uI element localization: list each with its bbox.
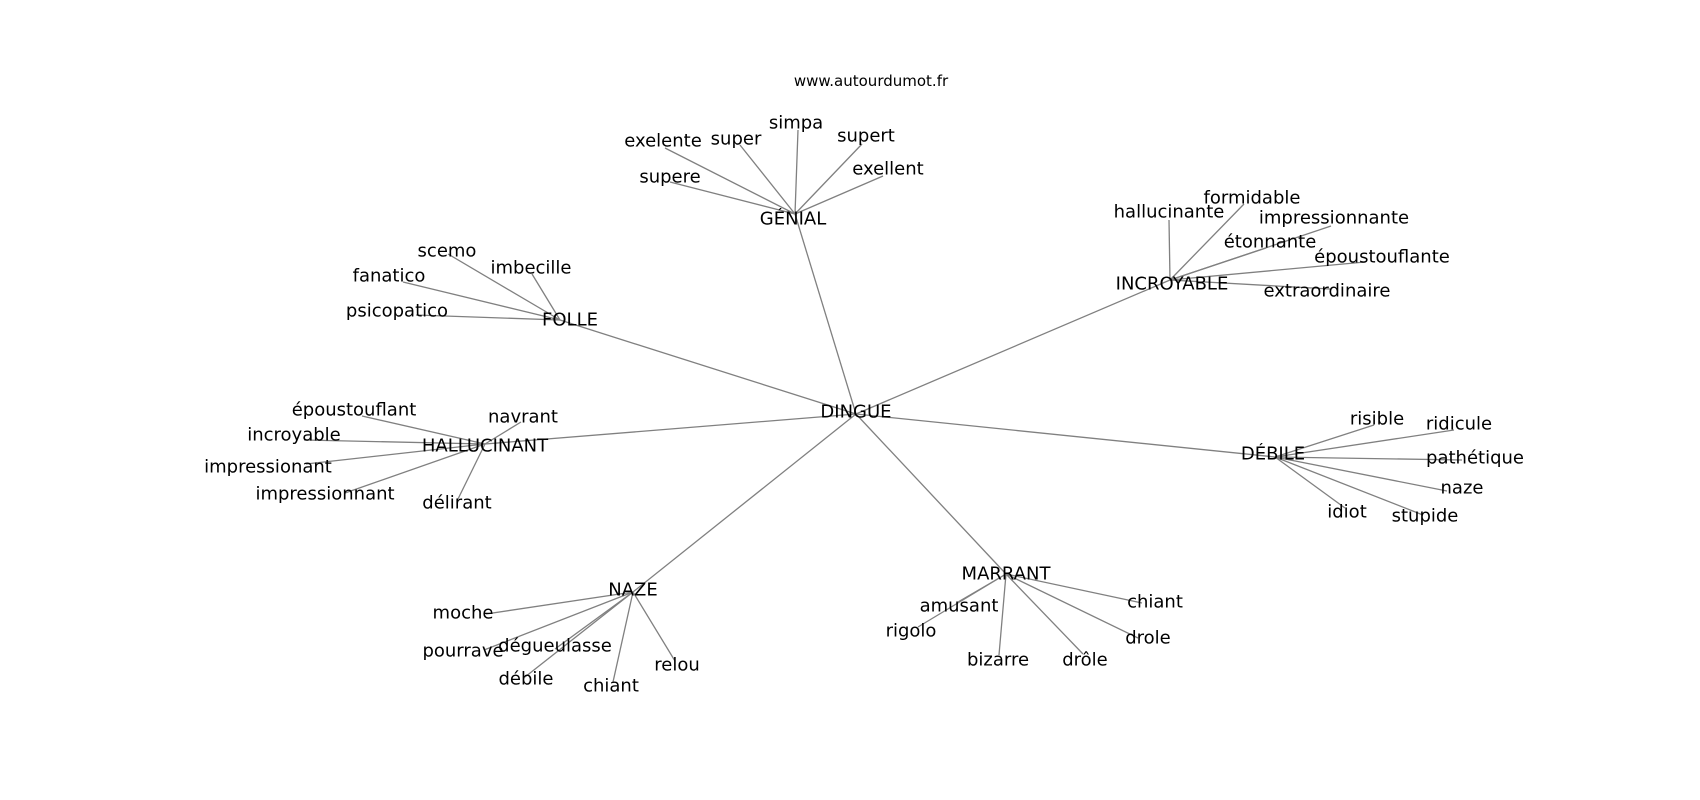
edge-hub-to-leaf	[739, 144, 796, 215]
leaf-node-label: imbecille	[490, 258, 571, 279]
leaf-node-label: formidable	[1204, 188, 1301, 209]
leaf-node-label: super	[711, 129, 762, 150]
edge-hub-to-leaf	[1169, 261, 1366, 281]
leaf-node-label: hallucinante	[1114, 202, 1225, 223]
edge-center-to-hub	[855, 413, 1276, 458]
leaf-node-label: exelente	[624, 131, 702, 152]
leaf-node-label: délirant	[422, 493, 491, 514]
leaf-node-label: stupide	[1392, 506, 1459, 527]
leaf-node-label: rigolo	[886, 621, 937, 642]
edge-hub-to-leaf	[1168, 219, 1171, 281]
leaf-node-label: bizarre	[967, 650, 1029, 671]
edge-hub-to-leaf	[485, 591, 634, 615]
leaf-node-label: extraordinaire	[1264, 281, 1391, 302]
hub-node-label: INCROYABLE	[1116, 274, 1229, 295]
edge-hub-to-leaf	[1169, 279, 1331, 290]
leaf-node-label: dégueulasse	[498, 636, 612, 657]
edge-hub-to-leaf	[483, 591, 634, 651]
hub-node-label: FOLLE	[542, 310, 598, 331]
edge-hub-to-leaf	[998, 573, 1007, 656]
edge-hub-to-leaf	[664, 147, 796, 215]
leaf-node-label: fanatico	[353, 266, 426, 287]
edge-hub-to-leaf	[612, 591, 634, 683]
edge-center-to-hub	[855, 279, 1171, 415]
edge-hub-to-leaf	[1005, 573, 1084, 655]
leaf-node-label: drôle	[1062, 650, 1108, 671]
edge-hub-to-leaf	[794, 175, 884, 215]
leaf-node-label: supere	[639, 167, 700, 188]
edge-hub-to-leaf	[669, 181, 796, 215]
hub-node-label: DÉBILE	[1241, 443, 1305, 465]
leaf-node-label: navrant	[488, 407, 558, 428]
edge-hub-to-leaf	[447, 253, 561, 321]
hub-node-label: GÉNIAL	[760, 208, 826, 230]
leaf-node-label: naze	[1441, 478, 1484, 499]
leaf-node-label: chiant	[583, 676, 639, 697]
edge-hub-to-leaf	[917, 573, 1007, 628]
hub-node-label: MARRANT	[962, 564, 1052, 585]
edge-hub-to-leaf	[305, 443, 486, 465]
leaf-node-label: chiant	[1127, 592, 1183, 613]
leaf-node-label: impressionant	[204, 457, 332, 478]
edge-hub-to-leaf	[303, 439, 486, 445]
edge-hub-to-leaf	[1005, 573, 1143, 604]
leaf-node-label: moche	[433, 603, 494, 624]
edge-hub-to-leaf	[402, 281, 561, 321]
leaf-node-label: relou	[654, 655, 700, 676]
edge-hub-to-leaf	[794, 129, 799, 215]
leaf-node-label: scemo	[418, 241, 477, 262]
leaf-node-label: exellent	[852, 159, 923, 180]
edge-hub-to-leaf	[344, 443, 486, 494]
leaf-node-label: pathétique	[1426, 448, 1524, 469]
edge-hub-to-leaf	[415, 314, 561, 321]
edge-hub-to-leaf	[1274, 429, 1455, 458]
center-node-label: DINGUE	[820, 402, 891, 423]
leaf-node-label: supert	[837, 126, 895, 147]
edge-hub-to-leaf	[361, 415, 486, 445]
edge-center-to-hub	[794, 213, 857, 415]
leaf-node-label: idiot	[1327, 502, 1367, 523]
leaf-node-label: ridicule	[1426, 414, 1492, 435]
edge-hub-to-leaf	[1274, 456, 1346, 509]
graph-labels: DINGUE GÉNIAL exelente super simpa supert exel…	[204, 113, 1524, 697]
edge-center-to-hub	[855, 413, 1007, 575]
hub-node-label: NAZE	[608, 580, 657, 601]
leaf-node-label: pourrave	[422, 641, 503, 662]
leaf-node-label: étonnante	[1224, 232, 1317, 253]
graph-edges	[303, 129, 1463, 683]
leaf-node-label: psicopatico	[346, 301, 448, 322]
leaf-node-label: débile	[498, 669, 553, 690]
edge-hub-to-leaf	[794, 143, 863, 215]
edge-center-to-hub	[484, 413, 857, 445]
edge-hub-to-leaf	[1169, 247, 1267, 281]
edge-hub-to-leaf	[632, 591, 676, 662]
edge-hub-to-leaf	[1169, 203, 1245, 281]
leaf-node-label: risible	[1350, 409, 1404, 430]
leaf-node-label: amusant	[920, 596, 999, 617]
leaf-node-label: simpa	[769, 113, 823, 134]
leaf-node-label: époustouflante	[1314, 247, 1450, 268]
edge-hub-to-leaf	[531, 273, 561, 321]
edge-hub-to-leaf	[457, 443, 486, 500]
edge-center-to-hub	[559, 319, 857, 415]
edge-hub-to-leaf	[1274, 424, 1375, 458]
leaf-node-label: incroyable	[247, 425, 341, 446]
source-credit: www.autourdumot.fr	[793, 72, 949, 90]
hub-node-label: HALLUCINANT	[422, 436, 549, 457]
edge-hub-to-leaf	[1005, 573, 1139, 639]
edge-hub-to-leaf	[484, 421, 522, 445]
leaf-node-label: époustouflant	[292, 400, 417, 421]
edge-hub-to-leaf	[1274, 456, 1448, 492]
edge-hub-to-leaf	[1274, 456, 1463, 461]
leaf-node-label: impressionnante	[1259, 208, 1409, 229]
leaf-node-label: drole	[1125, 628, 1171, 649]
leaf-node-label: impressionnant	[255, 484, 394, 505]
edge-hub-to-leaf	[1274, 456, 1424, 516]
edge-center-to-hub	[632, 413, 857, 593]
edge-hub-to-leaf	[524, 591, 634, 678]
